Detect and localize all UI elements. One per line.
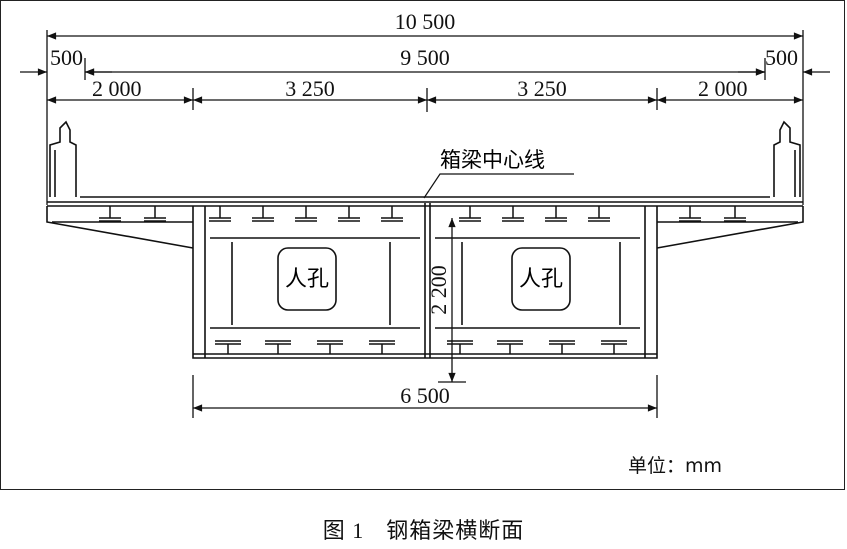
top-stiffener — [588, 206, 610, 222]
figure-number: 图 1 — [322, 518, 365, 543]
bottom-stiffener — [447, 340, 473, 354]
manhole-left-label: 人孔 — [285, 267, 329, 292]
figure-title: 钢箱梁横断面 — [386, 519, 525, 544]
unit-note: 单位：mm — [628, 451, 722, 478]
dimension-lines — [20, 30, 830, 418]
dim-bottom-width: 6 500 — [400, 383, 450, 408]
bottom-stiffener — [317, 340, 343, 354]
manhole-right-opening — [511, 247, 571, 311]
figure-caption: 图 1 钢箱梁横断面 — [0, 513, 847, 545]
bottom-stiffener — [497, 340, 523, 354]
top-stiffener — [502, 206, 524, 222]
top-stiffeners — [99, 206, 746, 222]
top-stiffener — [381, 206, 403, 222]
top-stiffener — [99, 206, 121, 222]
dim-right-cantilever: 2 000 — [698, 76, 748, 101]
unit-note-text: 单位：mm — [628, 455, 723, 477]
dim-total-width: 10 500 — [395, 9, 456, 34]
bottom-stiffener — [369, 340, 395, 354]
girder-outline — [46, 120, 804, 359]
manhole-right-label: 人孔 — [519, 267, 563, 292]
manhole-left-opening — [277, 247, 337, 311]
dim-left-cantilever: 2 000 — [92, 76, 142, 101]
dim-deck-width: 9 500 — [400, 45, 450, 70]
dim-right-half: 3 250 — [517, 76, 567, 101]
dim-left-half: 3 250 — [285, 76, 335, 101]
dim-left-edge: 500 — [50, 45, 83, 70]
bottom-stiffener — [601, 340, 627, 354]
top-stiffener — [338, 206, 360, 222]
bottom-stiffener — [265, 340, 291, 354]
bottom-stiffener — [549, 340, 575, 354]
top-stiffener — [252, 206, 274, 222]
top-stiffener — [144, 206, 166, 222]
bottom-stiffeners — [215, 340, 627, 354]
top-stiffener — [209, 206, 231, 222]
top-stiffener — [459, 206, 481, 222]
centerline-label: 箱梁中心线 — [440, 148, 545, 172]
top-stiffener — [724, 206, 746, 222]
top-stiffener — [545, 206, 567, 222]
top-stiffener — [295, 206, 317, 222]
dim-right-edge: 500 — [765, 45, 798, 70]
top-stiffener — [679, 206, 701, 222]
cross-section-drawing: 10 500 9 500 500 500 2 000 3 250 3 250 2… — [20, 9, 830, 418]
bottom-stiffener — [215, 340, 241, 354]
